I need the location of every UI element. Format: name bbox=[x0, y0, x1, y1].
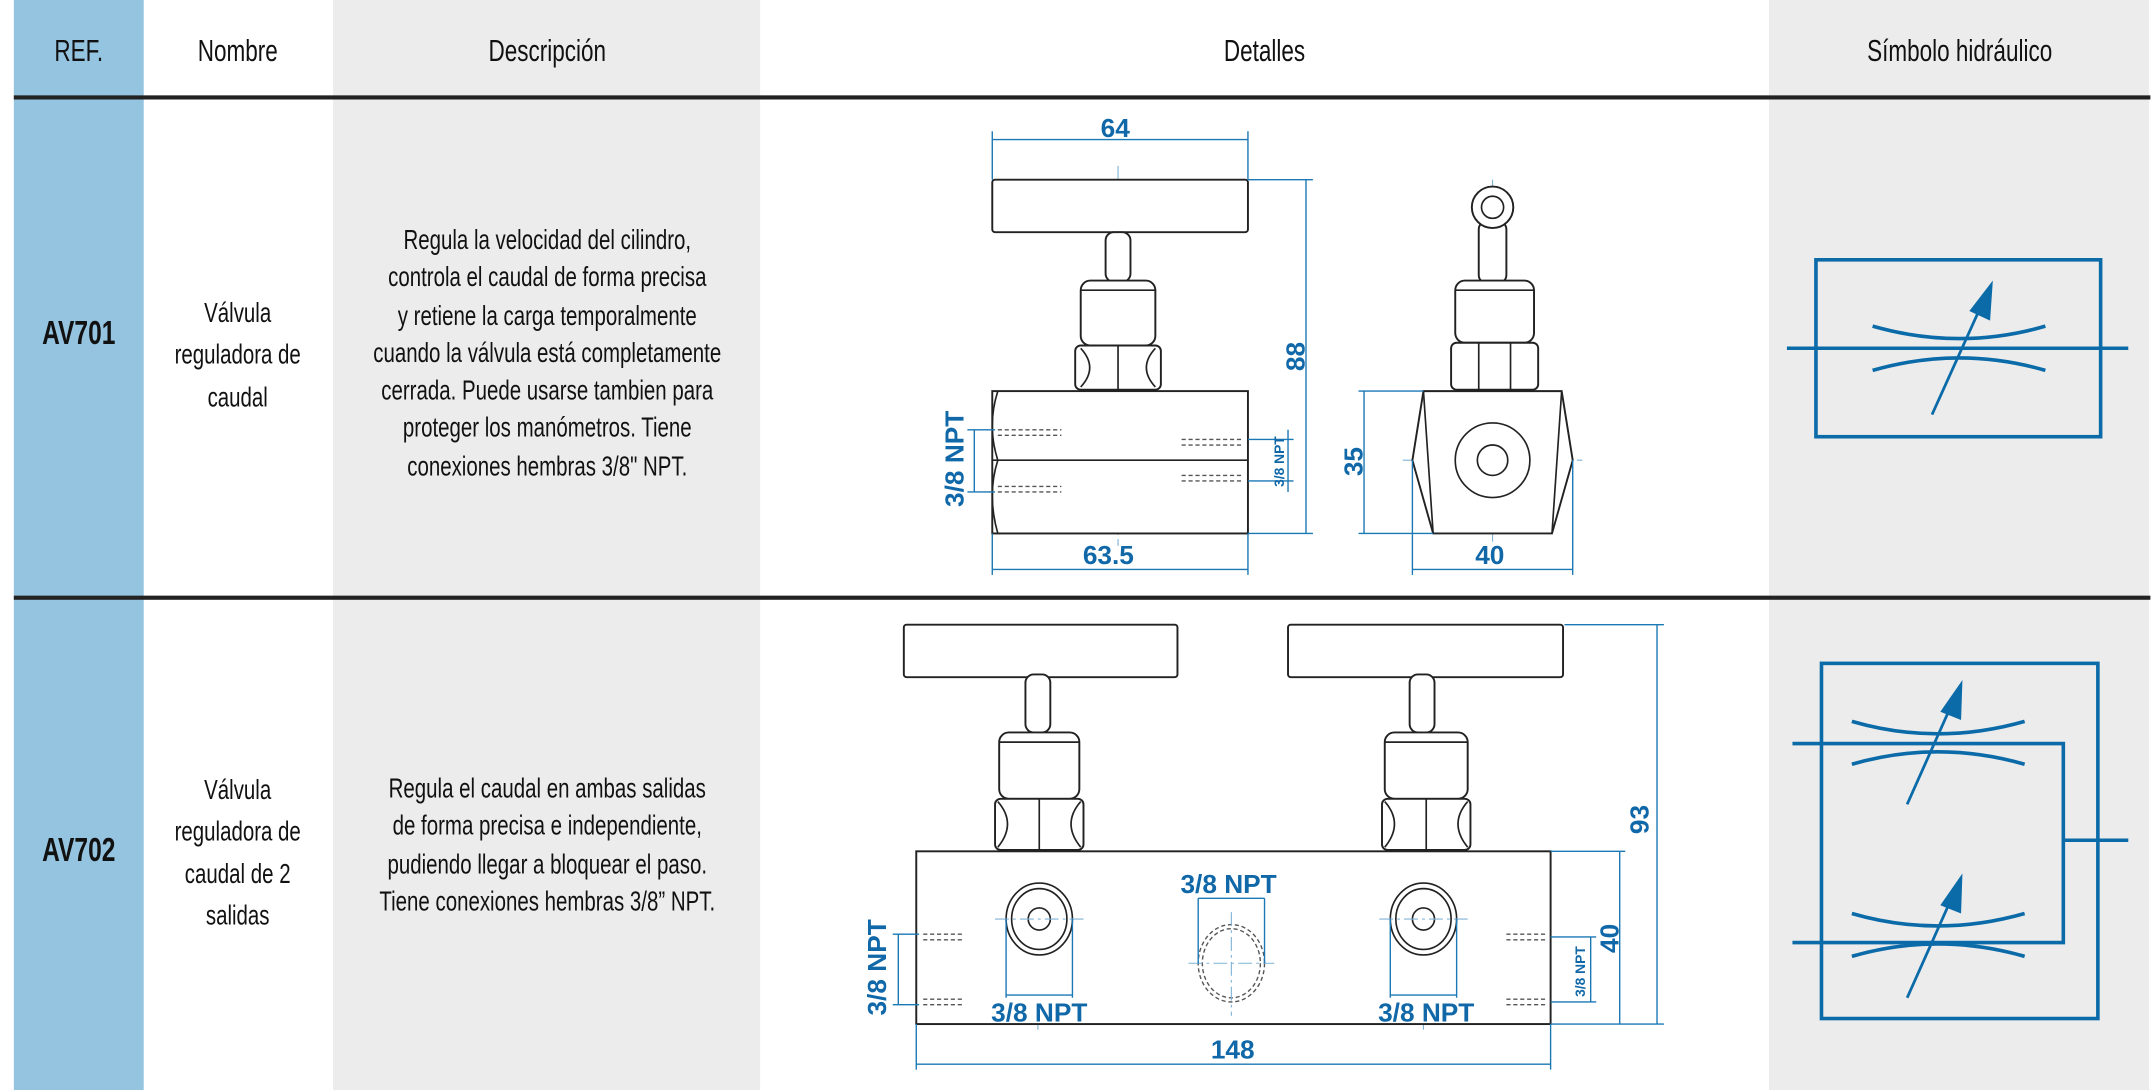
name-line: salidas bbox=[205, 900, 270, 932]
av701-front-view: 64 88 63.5 3/8 NPT 3/8 NPT bbox=[939, 113, 1313, 575]
name-line: Válvula bbox=[204, 775, 272, 806]
av701-hydraulic-symbol bbox=[1786, 258, 2129, 439]
row-name: Válvula reguladora de caudal de 2 salida… bbox=[33, 770, 442, 937]
description-line: Regula la velocidad del cilindro, bbox=[403, 225, 692, 256]
dim-port-side-left: 3/8 NPT bbox=[862, 919, 892, 1015]
description-line: Tiene conexiones hembras 3/8” NPT. bbox=[379, 887, 716, 918]
header-details: Detalles bbox=[1223, 33, 1306, 68]
description-line: y retiene la carga temporalmente bbox=[397, 300, 697, 332]
description-line: Regula el caudal en ambas salidas bbox=[388, 773, 706, 805]
dim-port-bottom-left: 3/8 NPT bbox=[991, 997, 1087, 1027]
name-line: reguladora de bbox=[174, 340, 301, 371]
dim-port-right: 3/8 NPT bbox=[1271, 436, 1287, 487]
row-name: Válvula reguladora de caudal bbox=[33, 293, 442, 419]
av702-front-view: 93 40 148 3/8 NPT 3/8 NPT 3/8 NPT 3/8 NP… bbox=[862, 623, 1664, 1070]
row-divider bbox=[13, 595, 2151, 600]
name-line: reguladora de bbox=[174, 817, 301, 848]
name-line: caudal bbox=[207, 382, 268, 413]
dim-length: 148 bbox=[1211, 1035, 1255, 1065]
dim-handle-width: 64 bbox=[1101, 113, 1131, 143]
header-ref: REF. bbox=[54, 33, 104, 68]
description-line: de forma precisa e independiente, bbox=[392, 811, 702, 843]
header-symbol: Símbolo hidráulico bbox=[1867, 33, 2053, 68]
ref-column bbox=[13, 0, 144, 1090]
header-description: Descripción bbox=[488, 33, 607, 68]
description-line: cerrada. Puede usarse tambien para bbox=[381, 376, 714, 407]
dim-port-left: 3/8 NPT bbox=[939, 411, 969, 507]
row-description: Regula la velocidad del cilindro, contro… bbox=[343, 223, 752, 487]
row-ref: AV701 bbox=[42, 315, 116, 353]
dim-side-height: 35 bbox=[1339, 447, 1369, 476]
dim-port-top: 3/8 NPT bbox=[1180, 869, 1276, 899]
row-description: Regula el caudal en ambas salidas de for… bbox=[343, 771, 752, 922]
av702-hydraulic-symbol bbox=[1792, 661, 2129, 1021]
description-column bbox=[333, 0, 761, 1090]
name-line: caudal de 2 bbox=[184, 859, 291, 890]
av701-side-view: 35 40 bbox=[1339, 179, 1583, 575]
row-ref: AV702 bbox=[42, 831, 116, 870]
name-line: Válvula bbox=[204, 298, 272, 329]
dim-body-height: 40 bbox=[1594, 924, 1624, 953]
header-name: Nombre bbox=[197, 33, 278, 68]
dim-side-width: 40 bbox=[1475, 540, 1504, 570]
description-line: proteger los manómetros. Tiene bbox=[402, 413, 692, 445]
description-line: pudiendo llegar a bloquear el paso. bbox=[387, 849, 708, 880]
description-line: controla el caudal de forma precisa bbox=[388, 262, 707, 294]
dim-height: 93 bbox=[1625, 805, 1655, 834]
dim-body-length: 63.5 bbox=[1083, 540, 1134, 570]
dim-port-bottom-right: 3/8 NPT bbox=[1378, 997, 1474, 1027]
header-divider bbox=[13, 95, 2151, 100]
dim-port-side-right: 3/8 NPT bbox=[1572, 946, 1588, 997]
dim-height: 88 bbox=[1281, 342, 1311, 371]
description-line: conexiones hembras 3/8" NPT. bbox=[407, 451, 688, 483]
description-line: cuando la válvula está completamente bbox=[373, 338, 722, 369]
